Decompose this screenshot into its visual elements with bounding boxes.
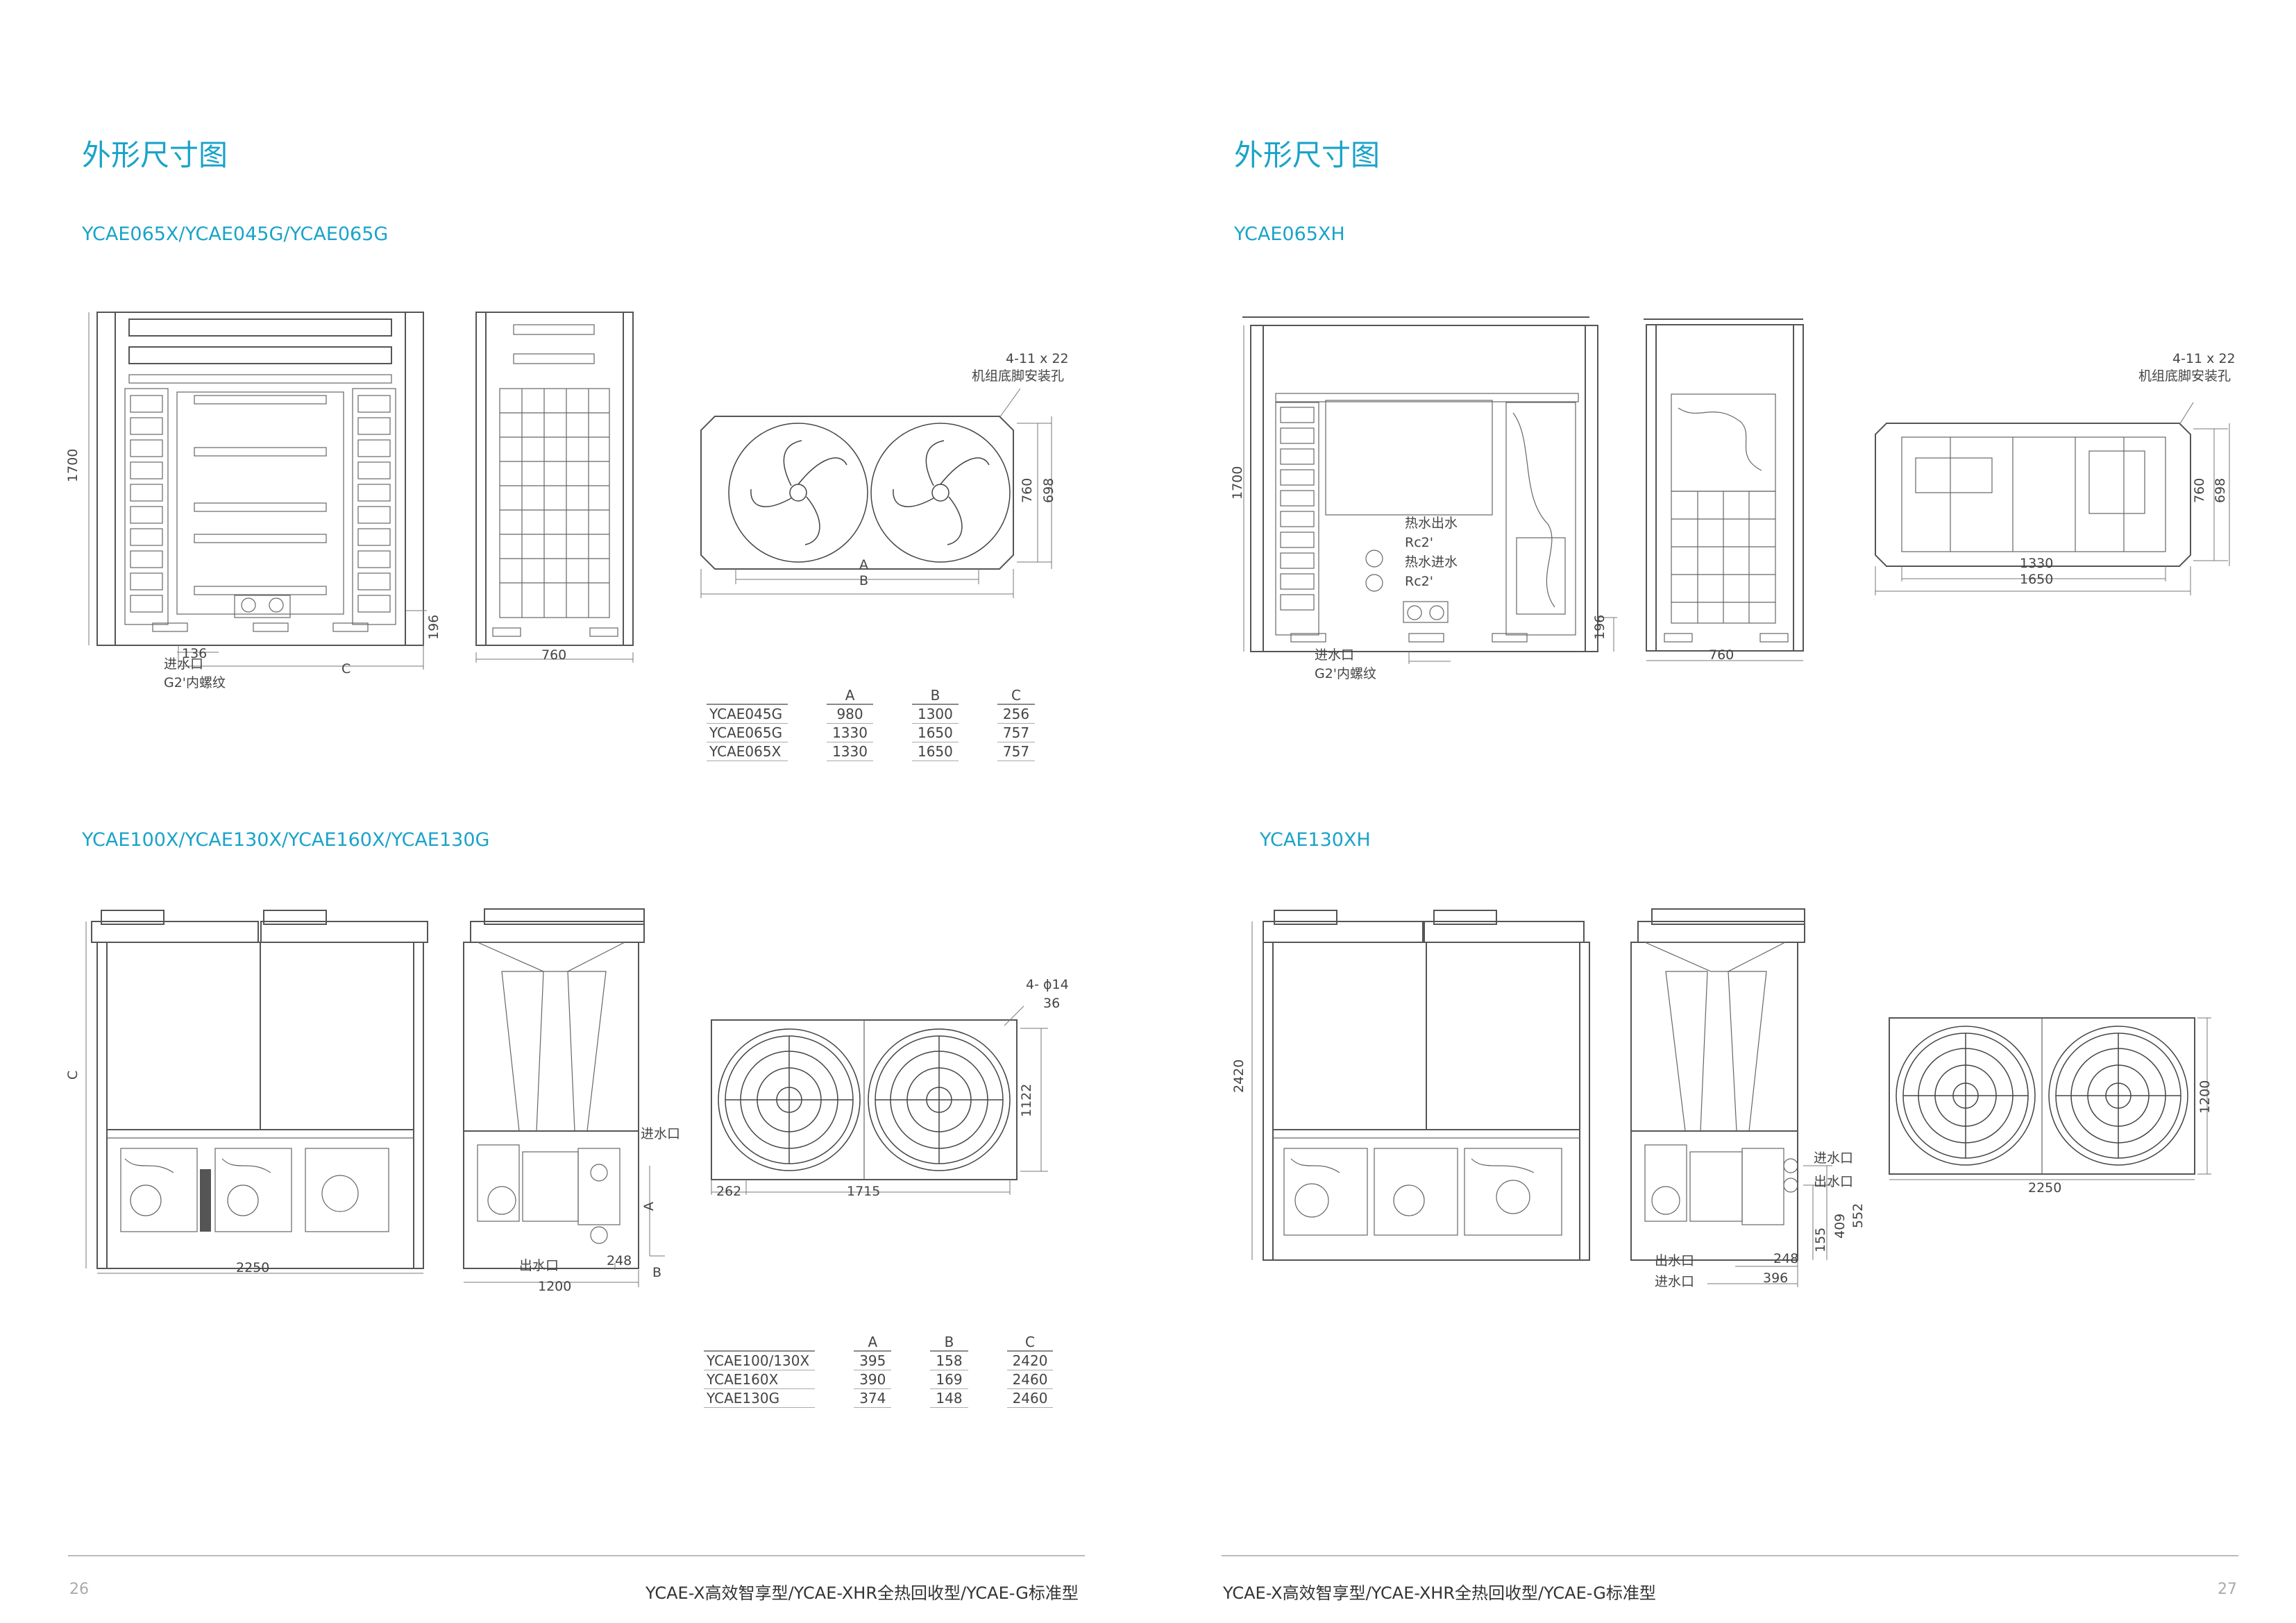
outlet-label: 出水口 <box>519 1258 559 1273</box>
unit-top-view-drawing <box>711 1005 1048 1195</box>
base-dimension: 196 <box>1592 614 1607 640</box>
inlet-thread-label: G2'内螺纹 <box>1315 666 1377 681</box>
dim-760: 760 <box>2192 477 2207 503</box>
c-dimension: C <box>65 1070 81 1080</box>
b-dimension: B <box>859 573 869 588</box>
side-width-dimension: 760 <box>541 647 567 663</box>
b-dimension: B <box>652 1265 662 1280</box>
unit-front-view-drawing <box>85 910 428 1274</box>
unit-front-view-drawing <box>88 312 427 670</box>
inlet-label: 进水口 <box>164 656 204 672</box>
hot-water-outlet-thread: Rc2' <box>1405 535 1433 550</box>
page-number: 27 <box>2218 1581 2237 1598</box>
a-dimension: A <box>859 557 868 572</box>
inlet-label-bottom: 进水口 <box>1655 1274 1695 1289</box>
dim-396: 396 <box>1763 1271 1789 1286</box>
inlet-offset-dimension: 136 <box>182 646 208 661</box>
outlet-label-bottom: 出水口 <box>1655 1253 1695 1268</box>
unit-side-view-drawing <box>1644 318 1804 661</box>
mount-holes-label: 4-11 x 22 <box>1006 351 1069 366</box>
dim-155: 155 <box>1813 1227 1828 1252</box>
dim-1715: 1715 <box>847 1184 881 1199</box>
outlet-label: 出水口 <box>1814 1174 1854 1189</box>
edge-dimension: 36 <box>1043 996 1061 1011</box>
unit-side-view-drawing <box>1630 908 1832 1287</box>
hot-water-inlet-label: 热水进水 <box>1405 554 1458 570</box>
dim-409: 409 <box>1832 1213 1848 1239</box>
mount-holes-label: 4- ϕ14 <box>1026 977 1069 992</box>
section-model-heading: YCAE130XH <box>1260 829 1371 851</box>
width-dimension: 2250 <box>236 1260 270 1275</box>
dim-1122: 1122 <box>1019 1083 1034 1117</box>
side-width-dimension: 760 <box>1709 647 1734 663</box>
dim-248: 248 <box>607 1253 632 1268</box>
unit-top-view-drawing <box>1889 1017 2211 1180</box>
page-title: 外形尺寸图 <box>1234 138 1381 172</box>
dim-2250: 2250 <box>2028 1180 2062 1196</box>
dim-1650: 1650 <box>2020 572 2054 587</box>
unit-side-view-drawing <box>463 908 665 1287</box>
unit-front-view-drawing <box>1242 316 1617 664</box>
a-dimension: A <box>641 1202 657 1211</box>
dim-552: 552 <box>1850 1203 1866 1228</box>
unit-top-view-drawing <box>1875 402 2230 595</box>
footer-rule <box>1222 1555 2238 1556</box>
dim-262: 262 <box>716 1184 742 1199</box>
dim-760: 760 <box>1020 477 1035 503</box>
page-number: 26 <box>69 1581 89 1598</box>
footer-text: YCAE-X高效智享型/YCAE-XHR全热回收型/YCAE-G标准型 <box>1223 1583 1656 1603</box>
dim-1330: 1330 <box>2020 556 2054 571</box>
page-title: 外形尺寸图 <box>82 138 228 172</box>
height-dimension: 1700 <box>1230 466 1245 500</box>
inlet-label: 进水口 <box>641 1126 681 1141</box>
mount-holes-desc: 机组底脚安装孔 <box>972 368 1065 384</box>
inlet-label: 进水口 <box>1315 647 1355 663</box>
mount-holes-label: 4-11 x 22 <box>2172 351 2236 366</box>
section-model-heading: YCAE065X/YCAE045G/YCAE065G <box>82 223 389 245</box>
mount-holes-desc: 机组底脚安装孔 <box>2138 368 2231 384</box>
hot-water-outlet-label: 热水出水 <box>1405 516 1458 531</box>
section-model-heading: YCAE100X/YCAE130X/YCAE160X/YCAE130G <box>82 829 490 851</box>
height-dimension: 1700 <box>65 448 81 482</box>
base-dimension: 196 <box>426 614 441 640</box>
section-model-heading: YCAE065XH <box>1234 223 1345 245</box>
unit-front-view-drawing <box>1251 910 1590 1261</box>
inlet-thread-label: G2'内螺纹 <box>164 675 226 690</box>
unit-side-view-drawing <box>475 312 634 663</box>
inlet-label: 进水口 <box>1814 1150 1854 1166</box>
dim-698: 698 <box>2213 477 2228 503</box>
side-width-dimension: 1200 <box>538 1279 572 1294</box>
dim-248: 248 <box>1773 1251 1799 1266</box>
c-dimension: C <box>341 661 351 677</box>
dim-1200: 1200 <box>2197 1080 2213 1114</box>
footer-rule <box>68 1555 1085 1556</box>
unit-top-view-drawing <box>700 388 1052 598</box>
height-dimension: 2420 <box>1231 1059 1247 1093</box>
dim-698: 698 <box>1041 477 1056 503</box>
footer-text: YCAE-X高效智享型/YCAE-XHR全热回收型/YCAE-G标准型 <box>645 1583 1079 1603</box>
hot-water-inlet-thread: Rc2' <box>1405 574 1433 589</box>
